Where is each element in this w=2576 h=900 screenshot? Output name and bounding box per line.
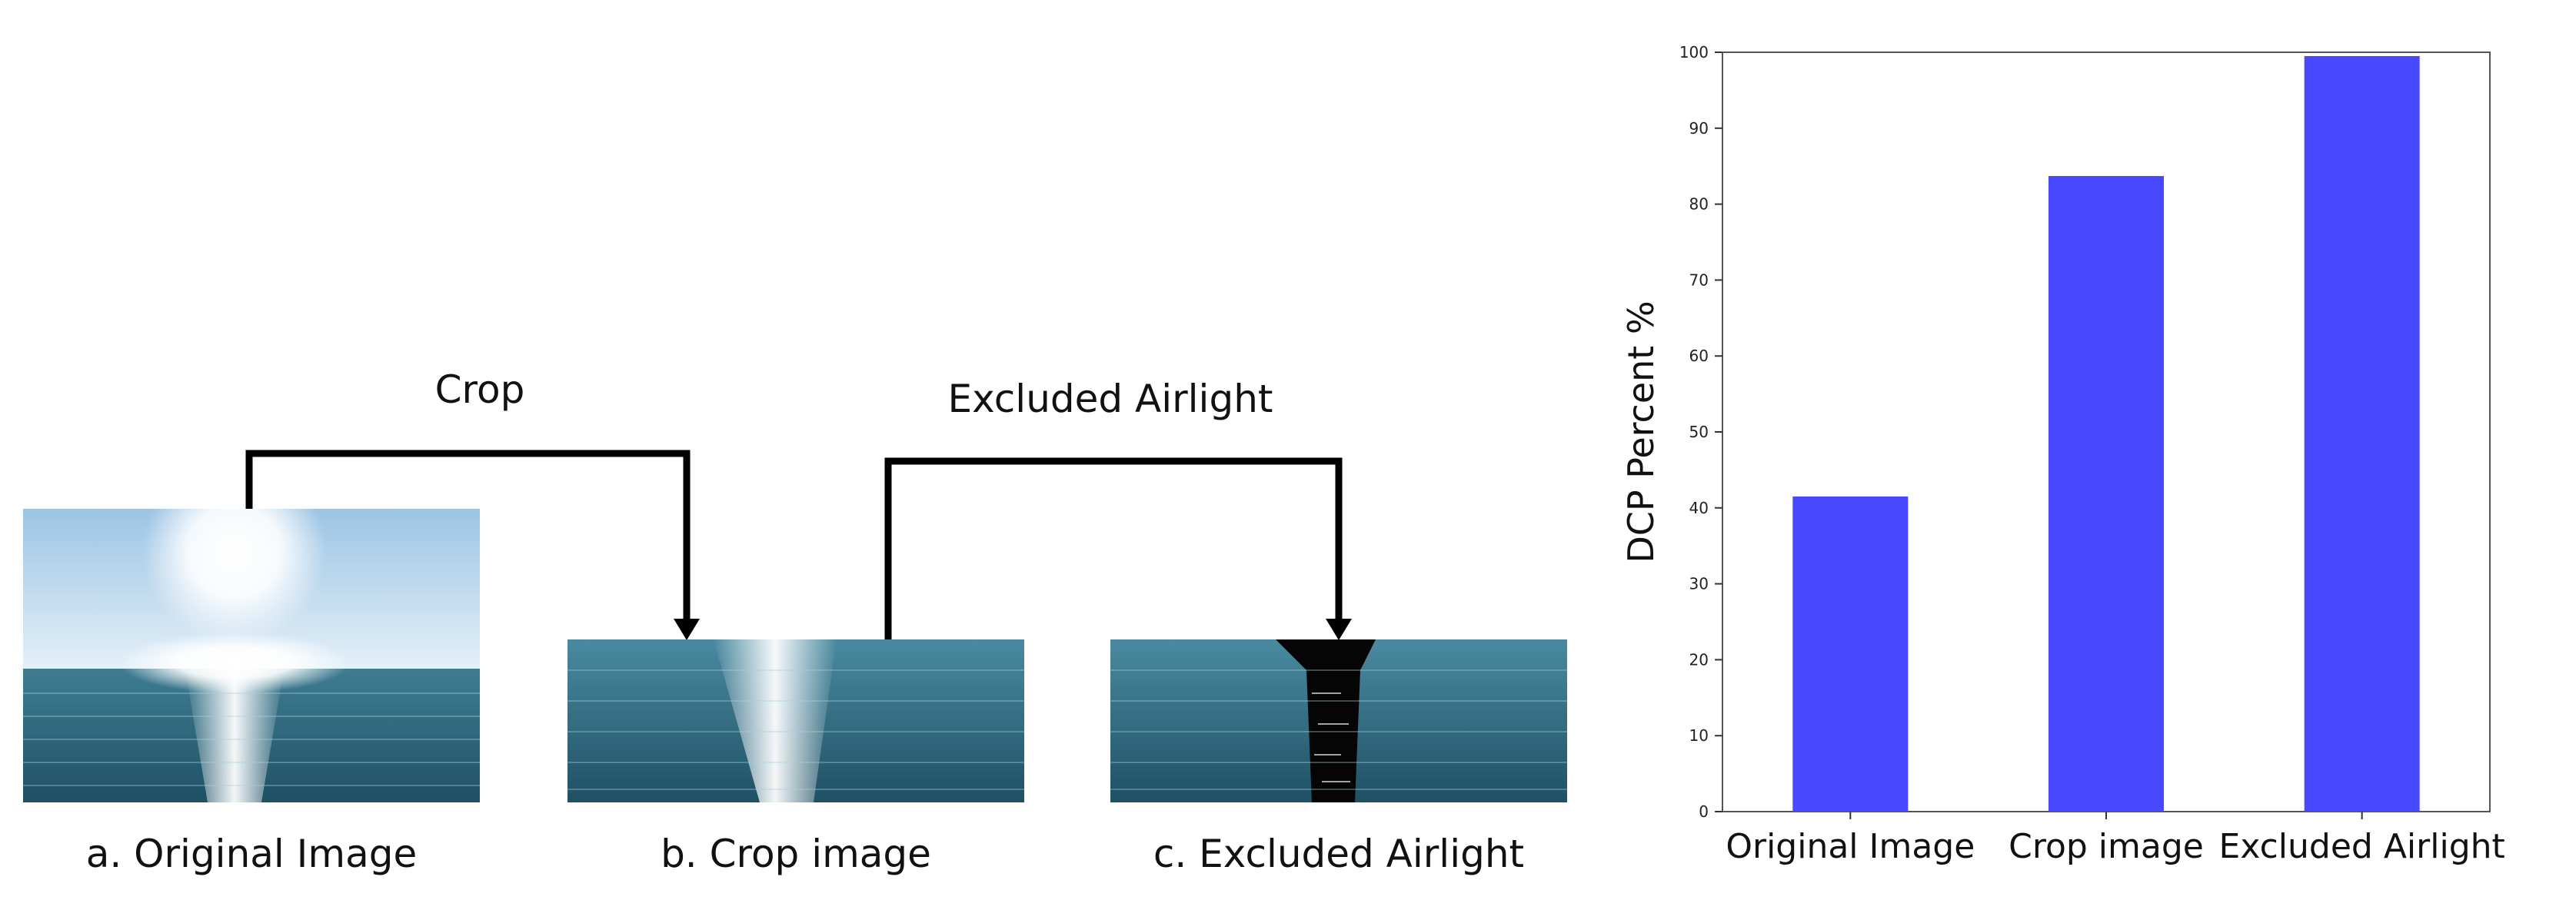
y-tick-label: 0: [1699, 802, 1709, 821]
y-tick-label: 10: [1689, 726, 1709, 745]
connector-arrows: [245, 450, 1352, 640]
crop-operation-label: Crop: [434, 367, 525, 412]
y-tick-label: 90: [1689, 119, 1709, 138]
crop-arrow-head: [674, 619, 700, 640]
x-tick-label: Excluded Airlight: [2219, 827, 2505, 866]
pipeline-panel: Crop Excluded Airlight: [23, 367, 1567, 876]
y-tick-label: 30: [1689, 575, 1709, 593]
bar: [2304, 55, 2420, 812]
y-axis-label: DCP Percent %: [1620, 301, 1662, 563]
original-image: [23, 509, 480, 802]
excluded-airlight-operation-label: Excluded Airlight: [947, 377, 1273, 421]
bar: [2048, 176, 2164, 812]
bar: [1792, 496, 1909, 812]
y-tick-label: 70: [1689, 271, 1709, 289]
caption-excluded: c. Excluded Airlight: [1153, 832, 1525, 876]
y-tick-label: 80: [1689, 195, 1709, 214]
crop-arrow: [245, 450, 691, 619]
excluded-airlight-arrow: [884, 457, 1343, 639]
caption-crop: b. Crop image: [661, 832, 931, 876]
excluded-airlight-arrow-head: [1326, 619, 1352, 640]
y-tick-label: 100: [1679, 43, 1709, 61]
x-tick-label: Original Image: [1726, 827, 1975, 866]
y-tick-label: 40: [1689, 499, 1709, 517]
excluded-airlight-image: [1110, 639, 1567, 802]
caption-original: a. Original Image: [85, 832, 418, 876]
y-tick-label: 50: [1689, 423, 1709, 441]
y-tick-label: 60: [1689, 347, 1709, 365]
y-tick-label: 20: [1689, 650, 1709, 669]
crop-image: [567, 639, 1024, 802]
x-tick-label: Crop image: [2009, 827, 2204, 866]
